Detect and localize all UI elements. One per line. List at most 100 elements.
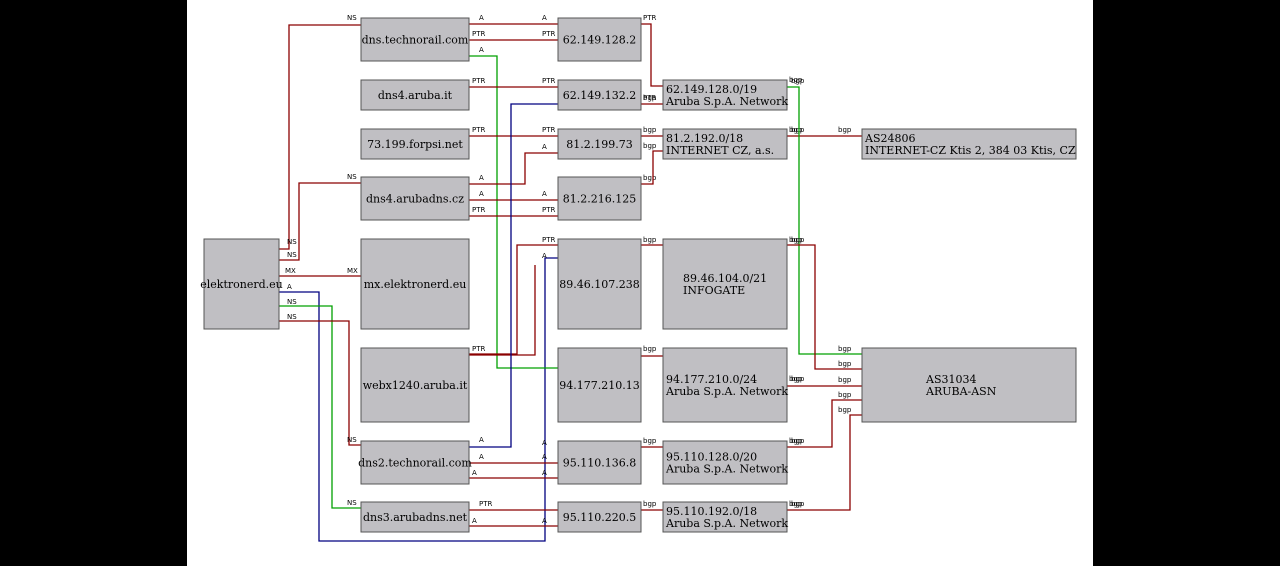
- nodes-layer: elektronerd.eu dns.technorail.com dns4.aru…: [200, 17, 1077, 533]
- node-box: [360, 238, 470, 330]
- edge-label: A: [479, 453, 484, 461]
- node-box: [662, 238, 788, 330]
- node-label: 62.149.128.0/19: [666, 83, 757, 96]
- node-box: [662, 501, 788, 533]
- edge-label: bgp: [643, 142, 657, 150]
- node-elektronerd[interactable]: elektronerd.eu: [200, 238, 283, 330]
- node-box: [360, 176, 470, 221]
- node-box: [557, 347, 642, 423]
- edge-label: A: [479, 174, 484, 182]
- edge-label: bgp: [789, 375, 803, 383]
- edge-label: A: [479, 46, 484, 54]
- node-box: [360, 347, 470, 423]
- node-ip-81-2-199-73[interactable]: 81.2.199.73: [557, 128, 642, 160]
- edge-label: PTR: [472, 30, 485, 38]
- node-ip-62-149-132-2[interactable]: 62.149.132.2: [557, 79, 642, 111]
- node-ip-62-149-128-2[interactable]: 62.149.128.2: [557, 17, 642, 62]
- node-mx-elektronerd[interactable]: mx.elektronerd.eu: [360, 238, 470, 330]
- edge-dns_technorail-ip_62_149_128_2-a: AA: [469, 14, 558, 25]
- node-box: [360, 501, 470, 533]
- node-sublabel: INFOGATE: [683, 284, 745, 297]
- node-webx1240[interactable]: webx1240.aruba.it: [360, 347, 470, 423]
- edge-label: PTR: [643, 14, 656, 22]
- node-ip-89-46-107-238[interactable]: 89.46.107.238: [557, 238, 642, 330]
- node-sublabel: ARUBA-ASN: [925, 385, 997, 398]
- edge-label: PTR: [472, 206, 485, 214]
- node-box: [861, 128, 1077, 160]
- edge-line: [279, 182, 361, 261]
- node-ip-94-177-210-13[interactable]: 94.177.210.13: [557, 347, 642, 423]
- edge-label: NS: [287, 298, 297, 306]
- node-label: mx.elektronerd.eu: [364, 278, 467, 291]
- node-ip-95-110-136-8[interactable]: 95.110.136.8: [557, 440, 642, 485]
- node-label: 73.199.forpsi.net: [367, 138, 463, 151]
- edge-label: bgp: [838, 360, 852, 368]
- edge-label: A: [542, 190, 547, 198]
- edge-label: bgp: [791, 500, 805, 508]
- node-label: 62.149.132.2: [563, 89, 636, 102]
- edge-line: [279, 320, 361, 446]
- edge-line: [279, 305, 361, 509]
- node-dns4-arubadns-cz[interactable]: dns4.arubadns.cz: [360, 176, 470, 221]
- node-dns3-arubadns-net[interactable]: dns3.arubadns.net: [360, 501, 470, 533]
- edge-line: [469, 265, 536, 356]
- node-box: [557, 176, 642, 221]
- node-box: [557, 79, 642, 111]
- node-box: [861, 347, 1077, 423]
- edge-webx1240-ip_89_46_107_238-a: AA: [469, 265, 547, 447]
- node-label: 81.2.192.0/18: [666, 132, 743, 145]
- edge-dns_technorail-ip_94_177_210_13-a: A: [469, 46, 558, 369]
- edge-label: bgp: [643, 500, 657, 508]
- edge-label: bgp: [643, 174, 657, 182]
- edge-line: [787, 244, 862, 370]
- node-label: dns4.arubadns.cz: [366, 193, 464, 206]
- node-forpsi[interactable]: 73.199.forpsi.net: [360, 128, 470, 160]
- node-dns4-aruba-it[interactable]: dns4.aruba.it: [360, 79, 470, 111]
- edge-label: PTR: [542, 126, 555, 134]
- edge-label: NS: [287, 238, 297, 246]
- edge-label: A: [542, 469, 547, 477]
- node-box: [203, 238, 280, 330]
- node-dns2-technorail[interactable]: dns2.technorail.com: [358, 440, 472, 485]
- edge-elektronerd-ip_95_110_220_5-a: AA: [279, 252, 558, 542]
- node-box: [662, 347, 788, 423]
- node-ip-81-2-216-125[interactable]: 81.2.216.125: [557, 176, 642, 221]
- edge-label: NS: [287, 251, 297, 259]
- node-label: 81.2.216.125: [563, 193, 636, 206]
- node-ip-95-110-220-5[interactable]: 95.110.220.5: [557, 501, 642, 533]
- edge-line: [787, 86, 862, 355]
- edge-label: NS: [347, 499, 357, 507]
- node-box: [557, 501, 642, 533]
- edge-label: bgp: [791, 126, 805, 134]
- edge-label: A: [472, 517, 477, 525]
- edge-line: [279, 257, 558, 542]
- edges-layer: NSNSNSNSMXMXAANSNSNSNSAAPTRPTRAPTRPTRPTR…: [279, 14, 862, 542]
- edge-dns2_technorail-ip_62_149_132_2-a: AA: [469, 103, 558, 461]
- edge-dns2_technorail-ip_95_110_136_8-a: AA: [469, 462, 558, 477]
- edge-label: PTR: [472, 126, 485, 134]
- edge-label: PTR: [479, 500, 492, 508]
- edge-label: PTR: [542, 236, 555, 244]
- edge-label: bgp: [789, 236, 803, 244]
- edge-label: PTR: [542, 206, 555, 214]
- edge-dns2_technorail-ip_95_110_136_8-ptr: PTR: [469, 477, 558, 508]
- edge-line: [469, 152, 558, 185]
- node-dns-technorail[interactable]: dns.technorail.com: [360, 17, 470, 62]
- edge-label: NS: [347, 436, 357, 444]
- edge-line: [787, 399, 862, 448]
- edge-label: NS: [287, 313, 297, 321]
